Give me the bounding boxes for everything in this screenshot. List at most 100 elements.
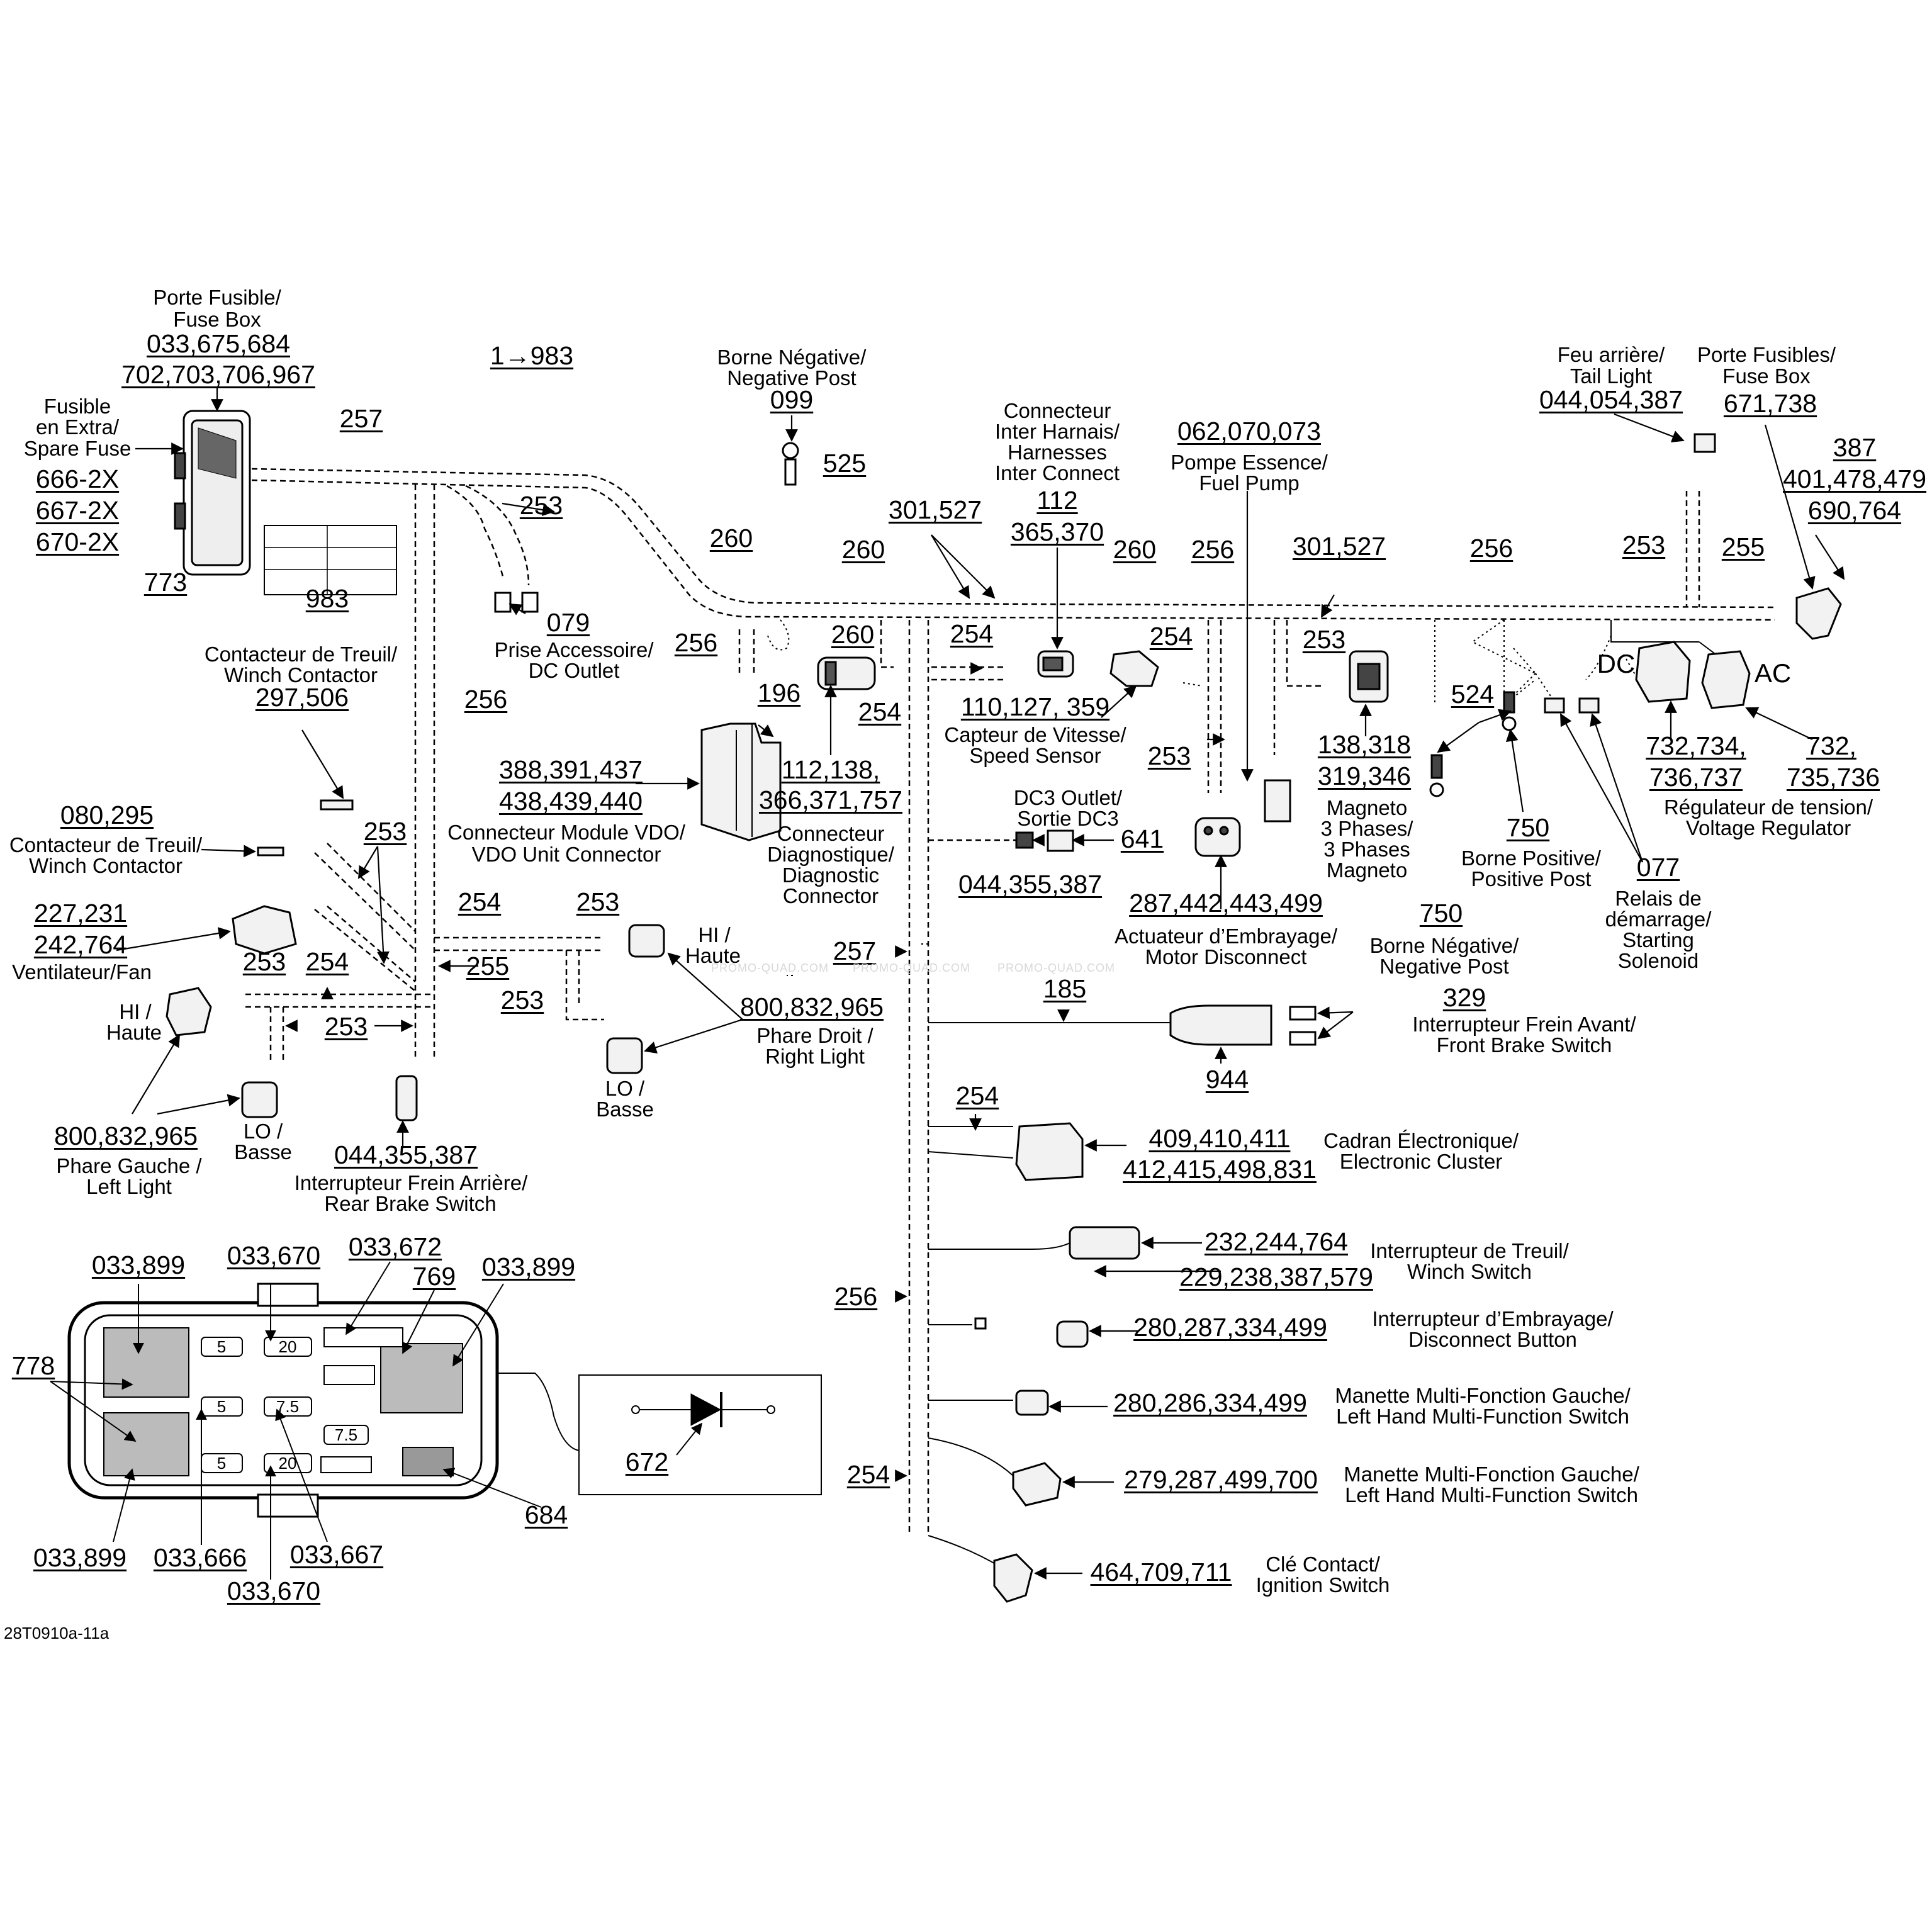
figure-id: 28T0910a-11a xyxy=(4,1624,110,1643)
magneto-ref2: 319,346 xyxy=(1317,761,1412,790)
magneto-l3: 3 Phases xyxy=(1323,838,1410,861)
tail-light-fr: Feu arrière/ xyxy=(1557,343,1665,366)
neg-post-right-fr: Borne Négative/ xyxy=(1369,934,1519,957)
ref-254-f: 254 xyxy=(955,1081,999,1110)
neg-post-top-ref2: 525 xyxy=(823,449,867,478)
spare-fuse-en: Spare Fuse xyxy=(23,437,132,460)
ref-773: 773 xyxy=(143,568,188,597)
rear-brake-en: Rear Brake Switch xyxy=(324,1192,497,1215)
speed-sensor-ref: 110,127, 359 xyxy=(960,692,1110,721)
ref-690-764: 690,764 xyxy=(1807,496,1902,525)
rear-brake-fr: Interrupteur Frein Arrière/ xyxy=(294,1171,528,1194)
diag-en1: Diagnostic xyxy=(782,863,880,887)
fuse-box-detail xyxy=(50,1261,822,1580)
winch-contactor-left-fr: Contacteur de Treuil/ xyxy=(9,833,203,856)
ref-256-a: 256 xyxy=(1191,535,1235,564)
winch-contactor-left-ref: 080,295 xyxy=(60,800,154,829)
voltage-reg-ref2: 736,737 xyxy=(1649,763,1743,792)
ref-257-b: 257 xyxy=(833,936,877,965)
hi-left-l1: HI / xyxy=(119,1000,152,1023)
disconnect-button-fr: Interrupteur d’Embrayage/ xyxy=(1372,1307,1614,1330)
ignition-fr: Clé Contact/ xyxy=(1266,1553,1380,1576)
magneto-l4: Magneto xyxy=(1326,858,1408,882)
ref-983: 983 xyxy=(305,584,349,613)
winch-switch-ref2: 229,238,387,579 xyxy=(1179,1262,1373,1291)
tail-light-en: Tail Light xyxy=(1570,364,1653,388)
lh-switch-2-fr: Manette Multi-Fonction Gauche/ xyxy=(1344,1463,1639,1486)
vdo-en: VDO Unit Connector xyxy=(471,843,661,866)
fb-ref-033-672: 033,672 xyxy=(348,1232,442,1261)
ref-260-c: 260 xyxy=(1113,535,1157,564)
vdo-ref2: 438,439,440 xyxy=(498,787,643,816)
ref-387: 387 xyxy=(1833,433,1877,462)
lo-right-l2: Basse xyxy=(596,1098,654,1121)
fb-ref-033-899-a: 033,899 xyxy=(91,1250,186,1279)
rear-brake-ref: 044,355,387 xyxy=(334,1140,478,1169)
ref-254-g: 254 xyxy=(846,1460,890,1489)
voltage-reg-fr: Régulateur de tension/ xyxy=(1663,795,1873,819)
front-brake-ref: 329 xyxy=(1442,983,1486,1012)
fan-ref1: 227,231 xyxy=(33,899,128,928)
lh-switch-2-ref: 279,287,499,700 xyxy=(1124,1465,1318,1494)
ref-524: 524 xyxy=(1451,680,1495,709)
vdo-fr: Connecteur Module VDO/ xyxy=(447,821,685,844)
hi-right-l1: HI / xyxy=(698,923,731,946)
hi-right-l2: Haute xyxy=(685,944,741,967)
winch-switch-en: Winch Switch xyxy=(1407,1260,1532,1283)
fuse-box-top-ref2: 702,703,706,967 xyxy=(121,360,315,389)
fuse-20b: 20 xyxy=(278,1454,297,1473)
interconnect-ref2: 365,370 xyxy=(1010,517,1104,546)
pos-post-ref: 750 xyxy=(1506,813,1550,842)
spare-fuse-ref1: 666-2X xyxy=(35,464,120,493)
cluster-en: Electronic Cluster xyxy=(1339,1150,1503,1173)
pos-post-en: Positive Post xyxy=(1471,867,1592,890)
spare-fuse-ref3: 670-2X xyxy=(35,527,120,556)
interconnect-fr2: Inter Harnais/ xyxy=(994,420,1120,443)
right-light-fr: Phare Droit / xyxy=(756,1024,873,1047)
disconnect-button-en: Disconnect Button xyxy=(1408,1328,1577,1351)
winch-contactor-top-ref: 297,506 xyxy=(255,683,349,712)
ref-253-e: 253 xyxy=(363,817,407,846)
ref-256-d: 256 xyxy=(464,685,508,714)
ignition-en: Ignition Switch xyxy=(1255,1573,1390,1597)
spare-fuse-fr2: en Extra/ xyxy=(35,415,120,439)
lo-right-l1: LO / xyxy=(605,1077,645,1100)
ref-254-d: 254 xyxy=(458,887,502,916)
interconnect-ref1: 112 xyxy=(1036,486,1078,515)
ref-253-f: 253 xyxy=(576,887,620,916)
fb-ref-033-670-b: 033,670 xyxy=(227,1576,321,1605)
voltage-reg-ref4: 735,736 xyxy=(1786,763,1880,792)
magneto-l2: 3 Phases/ xyxy=(1320,817,1413,840)
left-light-ref: 800,832,965 xyxy=(53,1121,198,1150)
right-light-ref: 800,832,965 xyxy=(739,992,884,1021)
ref-253-d: 253 xyxy=(1147,741,1191,770)
fuse-5b: 5 xyxy=(216,1397,227,1416)
voltage-reg-en: Voltage Regulator xyxy=(1685,816,1851,840)
ref-260-a: 260 xyxy=(709,524,753,553)
fuse-box-right-fr: Porte Fusibles/ xyxy=(1697,343,1836,366)
label-card-983 xyxy=(264,525,397,595)
components xyxy=(166,410,1842,1603)
ref-253-i: 253 xyxy=(324,1012,368,1041)
diag-en2: Connector xyxy=(782,884,879,907)
main-harness xyxy=(245,468,1775,1536)
ref-260-d: 260 xyxy=(831,620,875,649)
interconnect-en1: Harnesses xyxy=(1008,441,1107,464)
fb-ref-769: 769 xyxy=(412,1262,456,1291)
fb-ref-778: 778 xyxy=(11,1351,55,1380)
hi-left-l2: Haute xyxy=(106,1021,162,1044)
fb-ref-672: 672 xyxy=(625,1447,669,1476)
front-brake-en: Front Brake Switch xyxy=(1436,1033,1612,1057)
dc3-outlet-ref: 641 xyxy=(1120,824,1164,853)
left-light-en: Left Light xyxy=(86,1175,172,1198)
fuse-box-top-fr: Porte Fusible/ xyxy=(153,286,281,309)
fb-ref-033-667: 033,667 xyxy=(289,1540,384,1569)
winch-contactor-top-en: Winch Contactor xyxy=(224,663,378,687)
front-brake-fr: Interrupteur Frein Avant/ xyxy=(1412,1013,1636,1036)
spare-fuse-fr1: Fusible xyxy=(43,395,111,418)
interconnect-en2: Inter Connect xyxy=(994,461,1120,485)
lh-switch-1-en: Left Hand Multi-Function Switch xyxy=(1336,1405,1629,1428)
dc-label: DC xyxy=(1597,649,1636,678)
voltage-reg-ref3: 732, xyxy=(1806,731,1856,760)
